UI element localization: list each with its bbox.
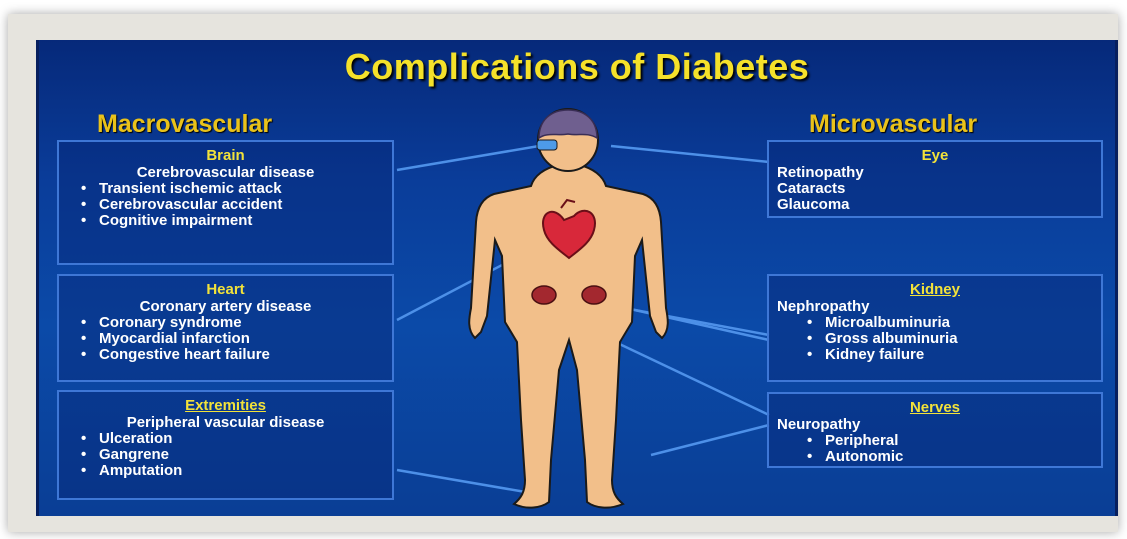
kidney-heading: Kidney [777, 282, 1093, 298]
nerves-subtitle: Neuropathy [777, 417, 1093, 433]
kidney-box: Kidney Nephropathy Microalbuminuria Gros… [767, 274, 1103, 382]
eye-line: Glaucoma [777, 197, 1093, 213]
nerves-list: Peripheral Autonomic [777, 433, 1093, 465]
extremities-item: Amputation [99, 463, 384, 479]
nerves-item: Autonomic [825, 449, 1093, 465]
brain-box: Brain Cerebrovascular disease Transient … [57, 140, 394, 265]
brain-item: Transient ischemic attack [99, 181, 384, 197]
eye-box: Eye Retinopathy Cataracts Glaucoma [767, 140, 1103, 218]
heart-heading: Heart [67, 282, 384, 298]
heart-list: Coronary syndrome Myocardial infarction … [67, 315, 384, 363]
brain-list: Transient ischemic attack Cerebrovascula… [67, 181, 384, 229]
nerves-box: Nerves Neuropathy Peripheral Autonomic [767, 392, 1103, 468]
kidney-item: Microalbuminuria [825, 315, 1093, 331]
brain-heading: Brain [67, 148, 384, 164]
body-silhouette [469, 165, 668, 508]
body-outline [469, 165, 668, 508]
heart-subtitle: Coronary artery disease [67, 299, 384, 315]
extremities-list: Ulceration Gangrene Amputation [67, 431, 384, 479]
nerves-heading: Nerves [777, 400, 1093, 416]
eye-line: Cataracts [777, 181, 1093, 197]
connector-eye [611, 146, 769, 162]
brain-subtitle: Cerebrovascular disease [67, 165, 384, 181]
eye-icon [537, 140, 557, 150]
kidney-list: Microalbuminuria Gross albuminuria Kidne… [777, 315, 1093, 363]
heart-box: Heart Coronary artery disease Coronary s… [57, 274, 394, 382]
extremities-box: Extremities Peripheral vascular disease … [57, 390, 394, 500]
brain-item: Cerebrovascular accident [99, 197, 384, 213]
kidney-item: Kidney failure [825, 347, 1093, 363]
left-kidney-icon [532, 286, 556, 304]
nerves-item: Peripheral [825, 433, 1093, 449]
heart-item: Myocardial infarction [99, 331, 384, 347]
heart-item: Coronary syndrome [99, 315, 384, 331]
extremities-subtitle: Peripheral vascular disease [67, 415, 384, 431]
extremities-heading: Extremities [67, 398, 384, 414]
kidney-subtitle: Nephropathy [777, 299, 1093, 315]
connector-extremities [397, 470, 543, 495]
extremities-item: Ulceration [99, 431, 384, 447]
eye-heading: Eye [777, 148, 1093, 164]
brain-item: Cognitive impairment [99, 213, 384, 229]
extremities-item: Gangrene [99, 447, 384, 463]
connector-nerves-leg [651, 425, 769, 455]
kidney-item: Gross albuminuria [825, 331, 1093, 347]
eye-line: Retinopathy [777, 165, 1093, 181]
brain-icon [539, 110, 597, 138]
connector-brain [397, 146, 539, 170]
heart-item: Congestive heart failure [99, 347, 384, 363]
right-kidney-icon [582, 286, 606, 304]
slide: Complications of Diabetes Macrovascular … [36, 40, 1118, 516]
